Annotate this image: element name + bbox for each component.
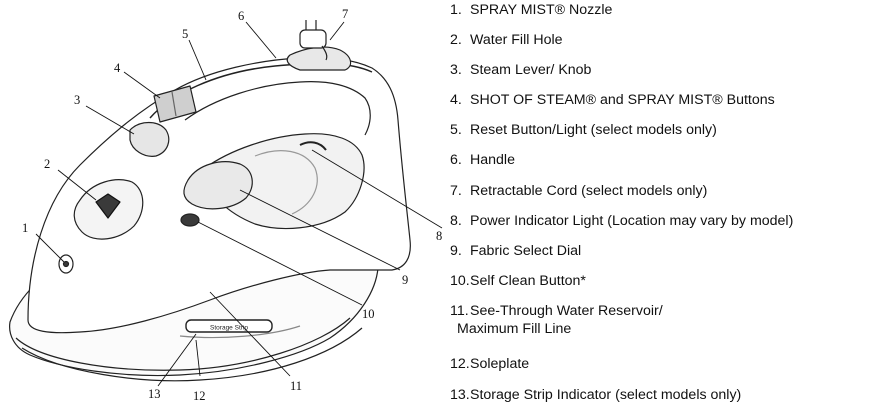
part-number: 5. — [450, 122, 462, 138]
part-item-11: 11.See-Through Water Reservoir/Maximum F… — [450, 302, 663, 338]
part-label: See-Through Water Reservoir/ — [470, 303, 663, 319]
callout-10: 10 — [362, 307, 375, 321]
part-number: 4. — [450, 92, 462, 108]
part-item-8: 8. Power Indicator Light (Location may va… — [450, 212, 793, 230]
part-label: Soleplate — [470, 356, 530, 372]
part-label: SHOT OF STEAM® and SPRAY MIST® Buttons — [470, 92, 775, 108]
part-label: Retractable Cord (select models only) — [470, 183, 708, 199]
self-clean-button — [180, 213, 200, 227]
callout-2: 2 — [44, 157, 50, 171]
part-number: 13. — [450, 387, 470, 403]
callout-8: 8 — [436, 229, 442, 243]
part-item-10: 10.Self Clean Button* — [450, 272, 586, 290]
callout-numbers: 1 2 3 4 5 6 7 8 9 10 11 12 13 — [22, 7, 442, 403]
part-item-7: 7. Retractable Cord (select models only) — [450, 182, 707, 200]
part-label: Water Fill Hole — [470, 32, 563, 48]
callout-4: 4 — [114, 61, 121, 75]
part-item-4: 4. SHOT OF STEAM® and SPRAY MIST® Buttons — [450, 91, 775, 109]
water-window-arc — [254, 150, 318, 215]
part-label: SPRAY MIST® Nozzle — [470, 2, 613, 18]
callout-7: 7 — [342, 7, 348, 21]
callout-5: 5 — [182, 27, 188, 41]
soleplate-edge — [15, 317, 351, 371]
cord-plug — [299, 20, 328, 61]
storage-strip-label: Storage Strip — [210, 325, 248, 332]
part-number: 12. — [450, 356, 470, 372]
part-label: Steam Lever/ Knob — [470, 62, 592, 78]
part-number: 10. — [450, 273, 470, 289]
part-number: 7. — [450, 183, 462, 199]
part-label: Power Indicator Light (Location may vary… — [470, 213, 794, 229]
part-number: 6. — [450, 152, 462, 168]
parts-list: 1. SPRAY MIST® Nozzle 2. Water Fill Hole 3… — [450, 0, 880, 409]
part-number: 9. — [450, 243, 462, 259]
part-number: 8. — [450, 213, 462, 229]
callout-13: 13 — [148, 387, 161, 401]
callout-1: 1 — [22, 221, 28, 235]
part-item-13: 13.Storage Strip Indicator (select model… — [450, 386, 741, 404]
part-item-1: 1. SPRAY MIST® Nozzle — [450, 1, 612, 19]
part-number: 1. — [450, 2, 462, 18]
part-label: Storage Strip Indicator (select models o… — [470, 387, 742, 403]
part-label: Reset Button/Light (select models only) — [470, 122, 717, 138]
part-label: Handle — [470, 152, 515, 168]
soleplate-rim — [21, 327, 363, 382]
cord-housing — [286, 46, 352, 71]
part-label-continued: Maximum Fill Line — [457, 321, 572, 337]
callout-11: 11 — [290, 379, 302, 393]
part-number: 2. — [450, 32, 462, 48]
part-item-6: 6. Handle — [450, 151, 515, 169]
fill-hole-glyph — [95, 193, 121, 219]
part-label: Self Clean Button* — [470, 273, 586, 289]
callout-lines — [35, 21, 443, 387]
part-item-2: 2. Water Fill Hole — [450, 31, 563, 49]
callout-3: 3 — [74, 93, 80, 107]
part-label: Fabric Select Dial — [470, 243, 582, 259]
fabric-dial — [183, 161, 253, 210]
callout-12: 12 — [193, 389, 206, 403]
part-number: 11. — [450, 303, 469, 319]
steam-buttons — [153, 85, 197, 123]
handle-grip — [184, 81, 371, 136]
callout-6: 6 — [238, 9, 244, 23]
part-item-5: 5. Reset Button/Light (select models only… — [450, 121, 717, 139]
callout-9: 9 — [402, 273, 408, 287]
part-item-9: 9. Fabric Select Dial — [450, 242, 581, 260]
part-item-3: 3. Steam Lever/ Knob — [450, 61, 591, 79]
part-number: 3. — [450, 62, 462, 78]
part-item-12: 12.Soleplate — [450, 355, 529, 373]
steam-knob — [129, 121, 170, 157]
storage-strip — [185, 319, 273, 333]
power-light — [299, 141, 327, 151]
